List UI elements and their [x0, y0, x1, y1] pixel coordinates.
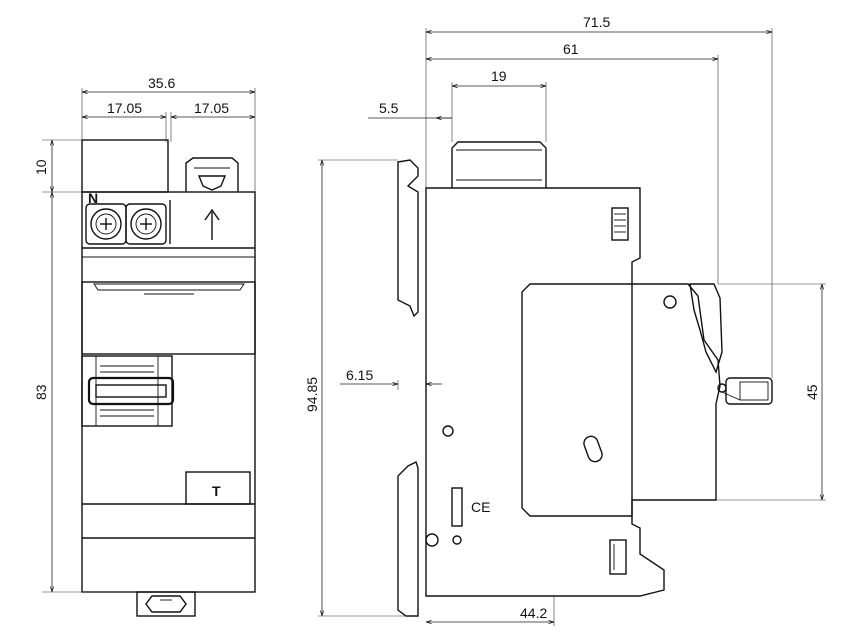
- upper-rail-clip: [397, 159, 419, 318]
- front-body: [81, 191, 256, 593]
- top-clip-icon: [197, 175, 227, 191]
- top-latch: [611, 207, 629, 241]
- test-slot: [583, 435, 603, 463]
- rating-bar: [451, 487, 463, 527]
- dim-right-half: 17.05: [194, 100, 229, 116]
- front-window: [81, 281, 256, 355]
- lower-rail-clip: [397, 461, 419, 617]
- dim-overall-height: 94.85: [304, 377, 320, 412]
- dim-left-half: 17.05: [107, 100, 142, 116]
- terminal-screw-icon: [125, 203, 167, 245]
- front-view: N T: [33, 75, 256, 617]
- rating-dot: [425, 533, 439, 547]
- dim-body-height: 83: [33, 384, 49, 400]
- top-terminal-cover: [185, 157, 239, 192]
- top-cover-left: [81, 139, 169, 193]
- ce-mark-icon: CE: [471, 499, 490, 515]
- dim-overall-width: 35.6: [148, 75, 175, 91]
- dim-top-height: 10: [33, 159, 49, 175]
- mounting-clip-icon: [136, 591, 196, 617]
- dim-rail-offset: 6.15: [346, 367, 373, 383]
- dim-cover-offset: 5.5: [379, 100, 399, 116]
- dim-cover-width: 19: [491, 68, 507, 84]
- terminal-screw-icon: [85, 203, 127, 245]
- side-body: [425, 187, 665, 597]
- neutral-label: N: [88, 190, 98, 206]
- test-button-label: T: [212, 483, 221, 499]
- dim-depth-to-lever: 61: [563, 41, 579, 57]
- lever-pin: [717, 377, 773, 405]
- dim-base-depth: 44.2: [520, 605, 547, 621]
- front-panel-outline: [521, 283, 721, 517]
- indicator-hole: [663, 295, 677, 309]
- bottom-latch: [609, 539, 627, 575]
- side-lever: [689, 283, 723, 374]
- side-top-cover: [451, 141, 547, 188]
- dim-front-height: 45: [804, 384, 820, 400]
- arrow-up-icon: [204, 208, 220, 240]
- small-hole: [442, 425, 454, 437]
- dim-overall-depth: 71.5: [583, 14, 610, 30]
- side-view: CE 71.5 61 19 5.5 6.15 94.85 44.2: [304, 14, 826, 626]
- toggle-lever: [81, 355, 175, 427]
